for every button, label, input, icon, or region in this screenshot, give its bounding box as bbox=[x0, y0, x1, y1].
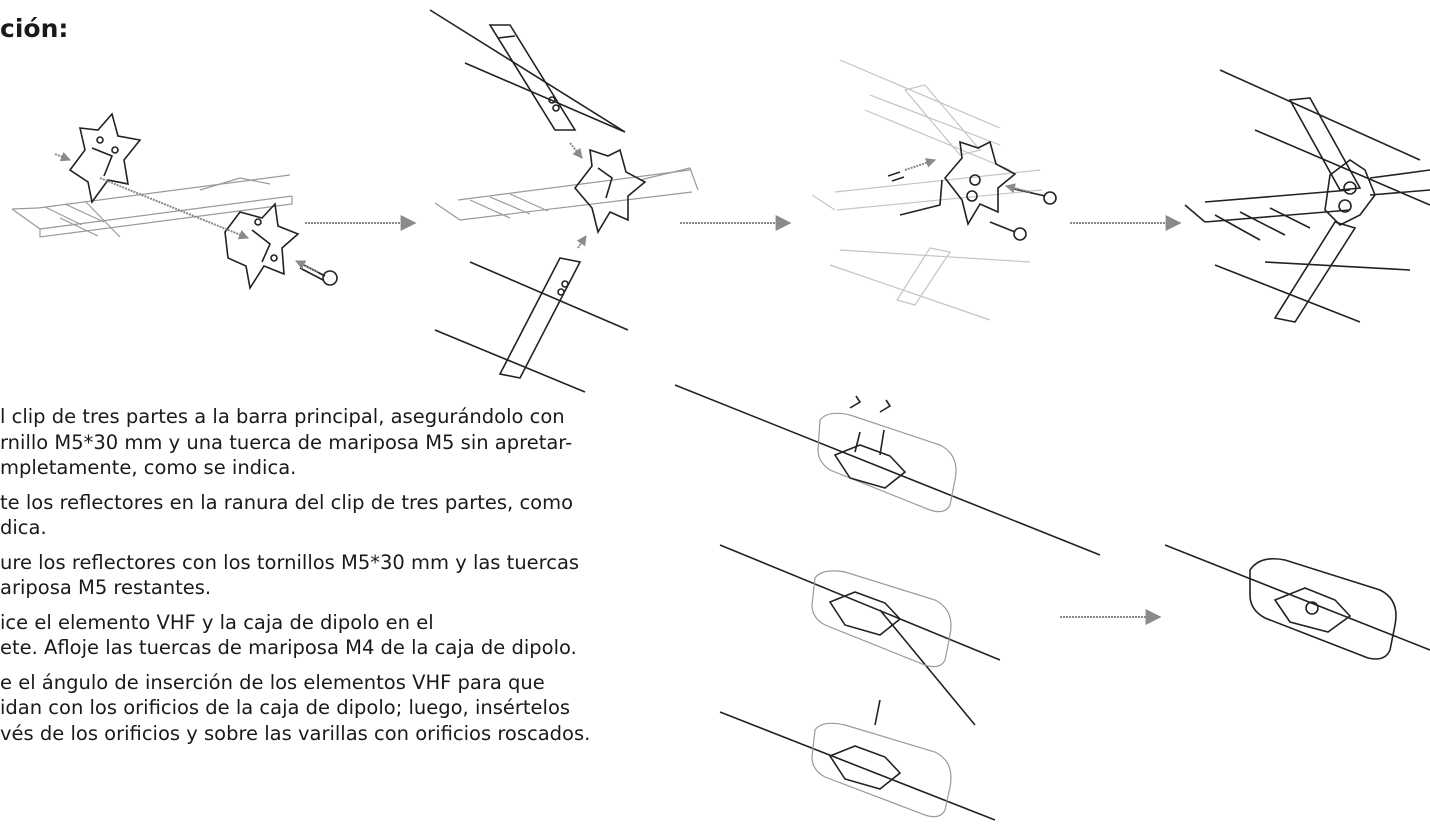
step-2-line-1: te los reflectores en la ranura del clip… bbox=[0, 490, 574, 514]
step-3-line-1: ure los reflectores con los tornillos M5… bbox=[0, 550, 580, 574]
step-1-line-3: mpletamente, como se indica. bbox=[0, 456, 297, 479]
assembled-antenna-figure bbox=[1184, 69, 1430, 323]
dipole-box-final-figure bbox=[1164, 544, 1430, 660]
step-2: te los reflectores en la ranura del clip… bbox=[0, 490, 660, 541]
step-4-line-2: ete. Afloje las tuercas de mariposa M4 d… bbox=[0, 636, 577, 659]
instruction-steps: l clip de tres partes a la barra princip… bbox=[0, 404, 660, 755]
dipole-box-loosen-figure bbox=[674, 384, 1101, 556]
step-5-line-1: e el ángulo de inserción de los elemento… bbox=[0, 670, 545, 694]
reflector-insert-figure bbox=[429, 9, 699, 393]
dipole-box-angle-figure bbox=[719, 544, 1001, 726]
step-5-line-2: idan con los orificios de la caja de dip… bbox=[0, 696, 571, 719]
step-4-line-1: ice el elemento VHF y la caja de dipolo … bbox=[0, 610, 434, 634]
step-2-line-2: dica. bbox=[0, 516, 47, 539]
step-4: ice el elemento VHF y la caja de dipolo … bbox=[0, 610, 660, 661]
reflector-secure-figure bbox=[811, 59, 1057, 321]
step-3: ure los reflectores con los tornillos M5… bbox=[0, 550, 660, 601]
step-5-line-3: vés de los orificios y sobre las varilla… bbox=[0, 721, 591, 745]
step-1: l clip de tres partes a la barra princip… bbox=[0, 404, 660, 481]
clip-attach-figure bbox=[11, 112, 338, 291]
step-1-line-1: l clip de tres partes a la barra princip… bbox=[0, 405, 565, 428]
step-5: e el ángulo de inserción de los elemento… bbox=[0, 670, 660, 747]
step-1-line-2: rnillo M5*30 mm y una tuerca de mariposa… bbox=[0, 430, 573, 454]
page-heading: ción: bbox=[0, 14, 69, 43]
dipole-box-insert-figure bbox=[719, 699, 996, 821]
step-3-line-2: ariposa M5 restantes. bbox=[0, 576, 212, 599]
